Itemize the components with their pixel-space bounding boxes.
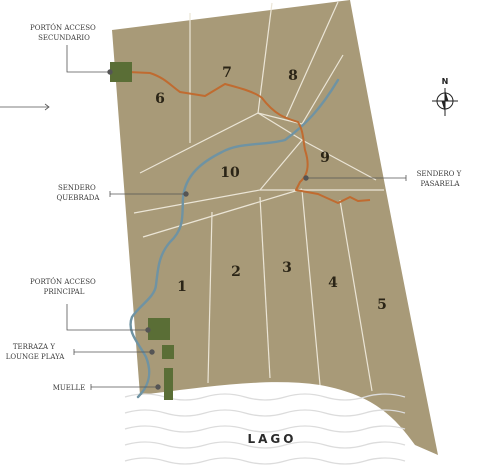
compass-icon: N bbox=[432, 77, 458, 116]
pasarela-trail-label: SENDERO Y PASARELA bbox=[417, 170, 464, 188]
lake-waves bbox=[124, 393, 406, 465]
trail-path bbox=[127, 71, 371, 204]
pier-label: MUELLE bbox=[53, 384, 86, 392]
terrace-label: TERRAZA Y LOUNGE PLAYA bbox=[6, 343, 66, 361]
lot-10-label: 10 bbox=[220, 165, 240, 181]
lot-2-label: 2 bbox=[231, 264, 241, 280]
main-gate-structure bbox=[148, 318, 170, 340]
quebrada-trail-label: SENDERO QUEBRADA bbox=[57, 184, 101, 202]
land-area bbox=[112, 0, 438, 455]
lot-9-label: 9 bbox=[320, 150, 330, 166]
lot-7-label: 7 bbox=[222, 65, 232, 81]
stream-path bbox=[129, 78, 340, 399]
lot-1-label: 1 bbox=[177, 279, 187, 295]
annotation-leaders bbox=[0, 45, 406, 388]
lot-4-label: 4 bbox=[328, 275, 338, 291]
pier-structure bbox=[164, 368, 173, 400]
lot-division-lines bbox=[133, 1, 384, 392]
secondary-gate-structure bbox=[110, 62, 132, 82]
lot-5-label: 5 bbox=[377, 297, 387, 313]
annotation-dots bbox=[73, 69, 407, 390]
compass-north-label: N bbox=[442, 77, 449, 86]
lake-label: LAGO bbox=[248, 432, 297, 446]
lot-8-label: 8 bbox=[288, 68, 298, 84]
main-gate-label: PORTÓN ACCESO PRINCIPAL bbox=[30, 277, 98, 296]
lot-3-label: 3 bbox=[282, 260, 292, 276]
terrace-structure bbox=[162, 345, 174, 359]
secondary-gate-label: PORTÓN ACCESO SECUNDARIO bbox=[30, 23, 98, 42]
lot-6-label: 6 bbox=[155, 91, 165, 107]
